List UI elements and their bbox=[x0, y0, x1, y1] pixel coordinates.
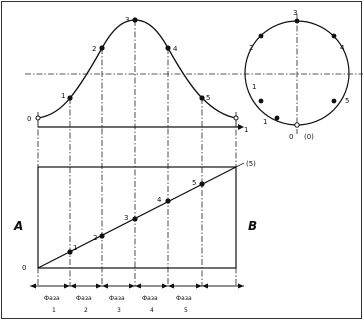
phase-tick-5a bbox=[196, 283, 202, 289]
phase-number-4: 4 bbox=[150, 307, 154, 314]
circle-label-2: 2 bbox=[249, 44, 253, 52]
phase-tick-2b bbox=[102, 283, 108, 289]
graph-origin-label: 0 bbox=[22, 264, 26, 272]
curve-point-4 bbox=[165, 45, 171, 51]
phase-word-4: Фаза bbox=[142, 295, 158, 302]
graph-diagonal-extension bbox=[235, 162, 245, 168]
curve-label-3: 3 bbox=[125, 16, 129, 24]
circle-point-5 bbox=[331, 98, 337, 104]
phase-number-1: 1 bbox=[52, 307, 56, 314]
circle-point-1 bbox=[258, 98, 264, 104]
graph-point-5 bbox=[199, 181, 205, 187]
phase-axis: Фаза Фаза Фаза Фаза Фаза 1 2 3 4 5 bbox=[30, 283, 244, 314]
phase-word-2: Фаза bbox=[76, 295, 92, 302]
curve-label-4: 4 bbox=[173, 45, 178, 53]
phase-number-3: 3 bbox=[117, 307, 121, 314]
graph-point-1 bbox=[67, 249, 73, 255]
circle-label-1-lower: 1 bbox=[263, 118, 267, 126]
circle-center-label: (0) bbox=[304, 133, 314, 141]
circle-label-3: 3 bbox=[293, 9, 297, 17]
graph-label-1: 1 bbox=[73, 244, 77, 252]
circle-point-1-lower bbox=[274, 115, 280, 121]
curve-point-5 bbox=[199, 95, 205, 101]
phase-tick-5b bbox=[202, 283, 208, 289]
curve-point-1 bbox=[67, 95, 73, 101]
circle-label-4: 4 bbox=[340, 44, 345, 52]
circle-point-4-top bbox=[331, 33, 337, 39]
phase-number-5: 5 bbox=[184, 307, 188, 314]
phase-word-5: Фаза bbox=[176, 295, 192, 302]
circle-label-0: 0 bbox=[289, 133, 293, 141]
displacement-profile: 0 1 2 3 4 5 1 bbox=[25, 16, 363, 286]
linear-graph: 1 2 3 4 5 A B 0 (5) bbox=[13, 160, 257, 272]
phase-tick-3a bbox=[129, 283, 135, 289]
circle-label-5: 5 bbox=[345, 97, 349, 105]
circle-label-1: 1 bbox=[252, 83, 256, 91]
graph-label-3: 3 bbox=[124, 214, 128, 222]
circle-point-3 bbox=[294, 18, 300, 24]
curve-label-end: 1 bbox=[244, 126, 248, 134]
curve-point-3 bbox=[132, 17, 138, 23]
graph-point-3 bbox=[132, 216, 138, 222]
phase-arrow-right bbox=[238, 283, 244, 289]
curve-label-0: 0 bbox=[27, 115, 31, 123]
graph-label-b: B bbox=[248, 219, 257, 233]
phase-word-1: Фаза bbox=[44, 295, 60, 302]
graph-label-2: 2 bbox=[93, 234, 97, 242]
phase-tick-1b bbox=[70, 283, 76, 289]
curve-point-0 bbox=[35, 115, 41, 121]
graph-label-a: A bbox=[13, 219, 23, 233]
phase-word-3: Фаза bbox=[109, 295, 125, 302]
graph-point-2 bbox=[99, 233, 105, 239]
phase-tick-2a bbox=[96, 283, 102, 289]
phase-circle: 3 2 4 1 5 1 0 (0) bbox=[244, 9, 350, 141]
graph-point-4 bbox=[165, 198, 171, 204]
baseline-arrowhead bbox=[238, 124, 244, 130]
graph-frame bbox=[37, 166, 237, 269]
curve-label-5: 5 bbox=[206, 94, 210, 102]
graph-label-4: 4 bbox=[157, 196, 162, 204]
graph-end-label: (5) bbox=[246, 160, 256, 168]
phase-tick-1a bbox=[64, 283, 70, 289]
curve-label-1: 1 bbox=[61, 92, 65, 100]
curve-point-end bbox=[233, 115, 239, 121]
curve-point-2 bbox=[99, 45, 105, 51]
bell-curve bbox=[37, 19, 237, 119]
phase-tick-3b bbox=[135, 283, 141, 289]
curve-label-2: 2 bbox=[92, 45, 96, 53]
phase-tick-4b bbox=[168, 283, 174, 289]
phase-arrow-left bbox=[30, 283, 36, 289]
phase-tick-4a bbox=[162, 283, 168, 289]
graph-label-5: 5 bbox=[192, 179, 196, 187]
circle-point-2 bbox=[258, 33, 264, 39]
phase-number-2: 2 bbox=[84, 307, 88, 314]
circle-point-0 bbox=[294, 122, 300, 128]
